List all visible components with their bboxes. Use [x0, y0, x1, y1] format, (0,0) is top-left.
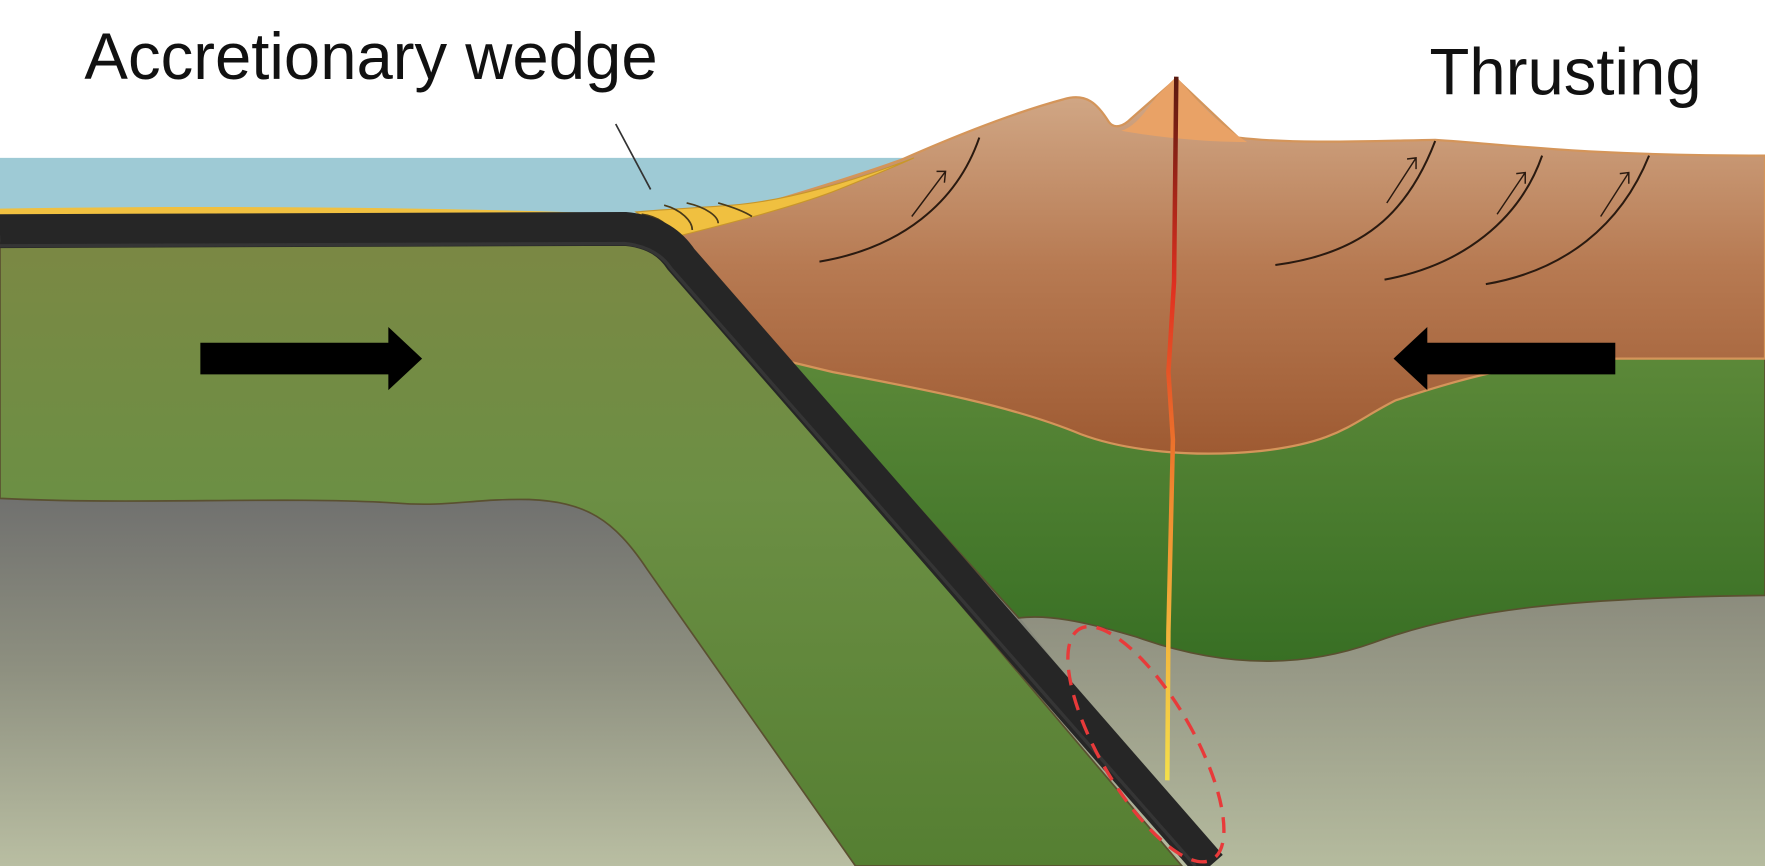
label-leader-line: [614, 123, 652, 190]
overriding-lithosphere: [763, 337, 1765, 663]
oceanic-plate: [0, 211, 1223, 866]
thrust-faults: [819, 137, 1650, 286]
accretionary-wedge-label: Accretionary wedge: [84, 20, 657, 93]
arrow-left-icon: [1393, 327, 1616, 391]
magma-conduit: [1165, 76, 1179, 781]
arrow-right-icon: [200, 327, 423, 391]
thrust-arrows: [911, 157, 1630, 217]
oceanic-plate-edge: [0, 241, 1197, 866]
volcano: [1121, 76, 1248, 143]
mantle-right: [1013, 586, 1765, 866]
accretionary-wedge: [634, 157, 915, 238]
melt-zone-outline: [1066, 624, 1226, 864]
thrusting-label: Thrusting: [1430, 36, 1702, 109]
